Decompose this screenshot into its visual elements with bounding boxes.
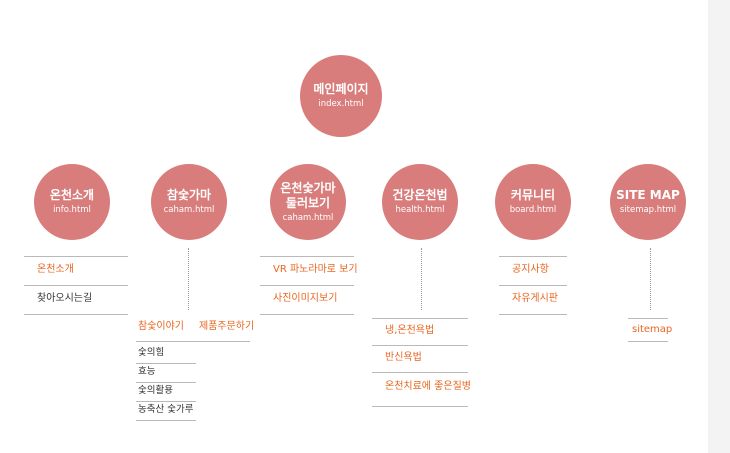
divider xyxy=(628,318,668,319)
node-charcoal-kiln[interactable]: 참숯가마 caham.html xyxy=(151,164,227,240)
divider xyxy=(628,341,668,342)
node-title: 메인페이지 xyxy=(313,82,369,96)
divider xyxy=(260,256,354,257)
connector-dots xyxy=(421,248,422,310)
sublink-charcoal-usage[interactable]: 숯의활용 xyxy=(138,385,173,396)
node-main-page[interactable]: 메인페이지 index.html xyxy=(300,55,382,137)
link-notice[interactable]: 공지사항 xyxy=(512,264,549,275)
divider xyxy=(260,285,354,286)
node-title: 온천소개 xyxy=(49,188,95,202)
node-file: health.html xyxy=(395,205,445,215)
divider xyxy=(372,318,468,319)
divider xyxy=(372,345,468,346)
divider xyxy=(499,314,567,315)
node-sitemap[interactable]: SITE MAP sitemap.html xyxy=(610,164,686,240)
node-file: sitemap.html xyxy=(619,205,677,215)
divider xyxy=(499,256,567,257)
link-directions[interactable]: 찾아오시는길 xyxy=(37,293,93,304)
connector-dots xyxy=(188,248,189,310)
link-photo-gallery[interactable]: 사진이미지보기 xyxy=(273,293,338,304)
link-sitemap[interactable]: sitemap xyxy=(632,324,673,335)
node-title: SITE MAP xyxy=(616,188,680,202)
right-gutter xyxy=(708,0,730,453)
divider xyxy=(24,314,128,315)
node-onsen-intro[interactable]: 온천소개 info.html xyxy=(34,164,110,240)
divider xyxy=(136,341,250,342)
node-file: info.html xyxy=(53,205,91,215)
node-title: 건강온천법 xyxy=(392,188,448,202)
sitemap-panel: 메인페이지 index.html 온천소개 info.html 참숯가마 cah… xyxy=(24,55,686,421)
node-file: index.html xyxy=(318,99,364,109)
divider xyxy=(260,314,354,315)
sublink-charcoal-power[interactable]: 숯의힘 xyxy=(138,347,165,358)
sublink-effects[interactable]: 효능 xyxy=(138,366,156,377)
divider xyxy=(136,401,196,402)
sublink-charcoal-powder[interactable]: 농축산 숯가루 xyxy=(138,404,194,415)
link-onsen-intro[interactable]: 온천소개 xyxy=(37,264,74,275)
node-title: 커뮤니티 xyxy=(510,188,556,202)
divider xyxy=(136,363,196,364)
connector-dots xyxy=(650,248,651,310)
link-half-bath[interactable]: 반신욕법 xyxy=(385,352,422,363)
node-tour[interactable]: 온천숯가마 둘러보기 caham.html xyxy=(270,164,346,240)
divider xyxy=(136,382,196,383)
divider xyxy=(372,406,468,407)
node-file: board.html xyxy=(509,205,557,215)
link-healing-diseases[interactable]: 온천치료에 좋은질병 xyxy=(385,381,471,392)
link-order-product[interactable]: 제품주문하기 xyxy=(199,321,255,332)
node-file: caham.html xyxy=(163,205,215,215)
node-community[interactable]: 커뮤니티 board.html xyxy=(495,164,571,240)
node-file: caham.html xyxy=(282,212,334,223)
link-hot-cold-bath[interactable]: 냉,온천욕법 xyxy=(385,325,435,336)
node-title: 온천숯가마 둘러보기 xyxy=(280,180,336,210)
node-title: 참숯가마 xyxy=(166,188,212,202)
divider xyxy=(24,256,128,257)
link-free-board[interactable]: 자유게시판 xyxy=(512,293,558,304)
divider xyxy=(372,372,468,373)
link-charcoal-story[interactable]: 참숯이야기 xyxy=(138,321,184,332)
divider xyxy=(499,285,567,286)
node-health[interactable]: 건강온천법 health.html xyxy=(382,164,458,240)
divider xyxy=(136,420,196,421)
divider xyxy=(24,285,128,286)
link-vr-panorama[interactable]: VR 파노라마로 보기 xyxy=(273,264,358,275)
